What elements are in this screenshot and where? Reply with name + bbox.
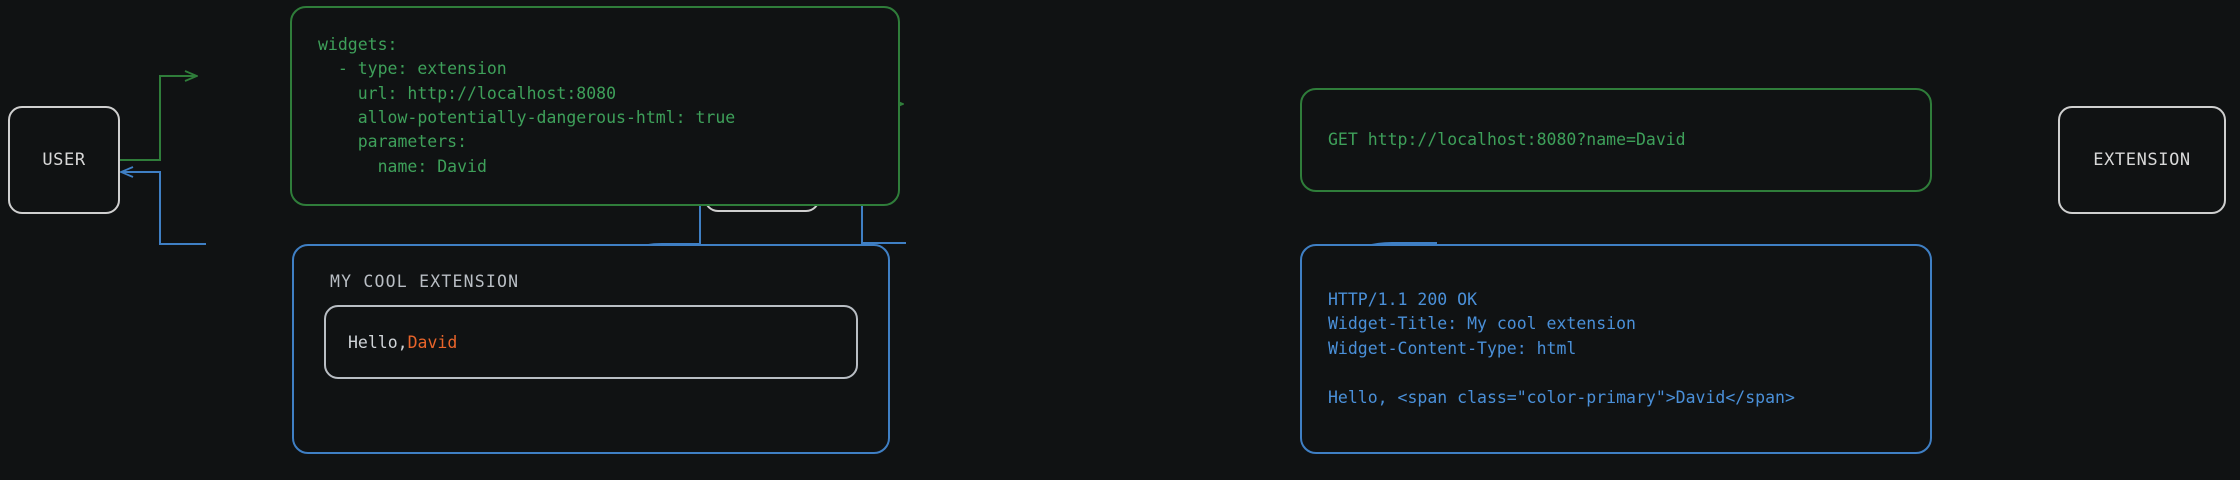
box-rendered-widget: MY COOL EXTENSION Hello, David bbox=[292, 244, 890, 454]
response-status-line: HTTP/1.1 200 OK bbox=[1328, 289, 1478, 309]
box-yaml-config: widgets: - type: extension url: http://l… bbox=[290, 6, 900, 206]
widget-greeting-name: David bbox=[407, 332, 458, 352]
request-line: GET http://localhost:8080?name=David bbox=[1328, 129, 1686, 149]
widget-content-card: Hello, David bbox=[324, 305, 858, 379]
box-http-response: HTTP/1.1 200 OK Widget-Title: My cool ex… bbox=[1300, 244, 1932, 454]
node-extension-label: EXTENSION bbox=[2093, 150, 2191, 170]
node-user[interactable]: USER bbox=[8, 106, 120, 214]
yaml-line-name: name: David bbox=[318, 156, 487, 176]
edge-widget-to-user bbox=[122, 172, 206, 245]
box-http-request: GET http://localhost:8080?name=David bbox=[1300, 88, 1932, 192]
response-blank-line bbox=[1328, 361, 1904, 385]
widget-title: MY COOL EXTENSION bbox=[330, 272, 520, 291]
yaml-line-widgets: widgets: bbox=[318, 34, 398, 54]
yaml-line-type: - type: extension bbox=[318, 59, 507, 79]
widget-greeting-text: Hello, bbox=[348, 332, 408, 352]
yaml-line-allow-html: allow-potentially-dangerous-html: true bbox=[318, 108, 736, 127]
yaml-line-url: url: http://localhost:8080 bbox=[318, 83, 617, 103]
response-body: Hello, <span class="color-primary">David… bbox=[1328, 387, 1795, 407]
response-header-widget-content-type: Widget-Content-Type: html bbox=[1328, 338, 1577, 358]
response-header-widget-title: Widget-Title: My cool extension bbox=[1328, 314, 1636, 334]
node-extension[interactable]: EXTENSION bbox=[2058, 106, 2226, 214]
node-user-label: USER bbox=[42, 150, 86, 170]
yaml-line-parameters: parameters: bbox=[318, 132, 468, 152]
edge-user-to-config bbox=[120, 76, 196, 161]
